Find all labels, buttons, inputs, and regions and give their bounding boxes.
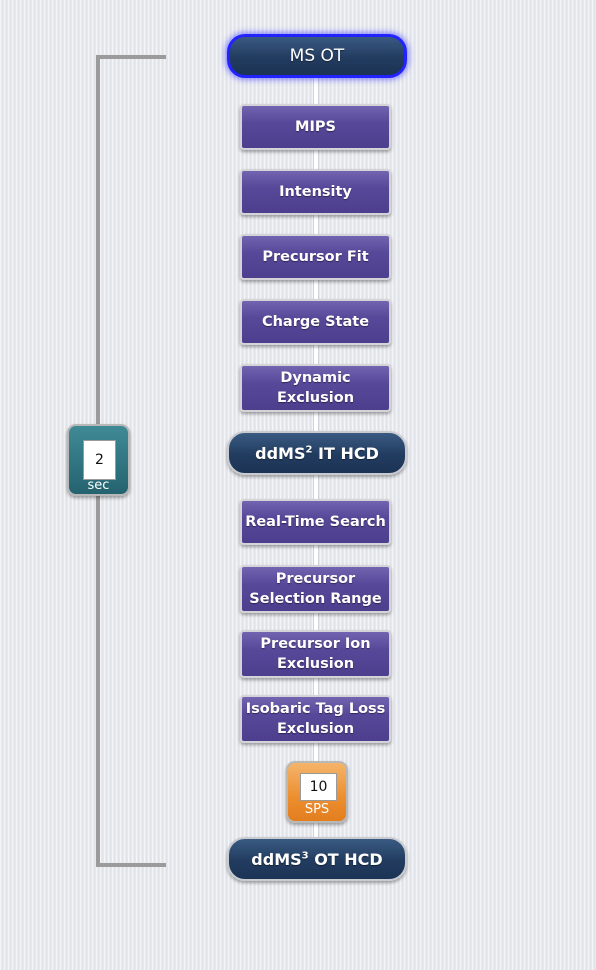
sps-badge[interactable]: 10 SPS bbox=[286, 761, 348, 823]
real-time-search-filter-node[interactable]: Real-Time Search bbox=[240, 499, 391, 545]
cycle-bracket-top bbox=[96, 55, 166, 59]
intensity-filter-node[interactable]: Intensity bbox=[240, 169, 391, 215]
ddms2-label-suffix: IT HCD bbox=[312, 443, 379, 463]
ddms3-ot-hcd-scan-node[interactable]: ddMS3 OT HCD bbox=[227, 837, 407, 881]
precursor-selection-range-filter-label: Precursor Selection Range bbox=[249, 571, 382, 607]
ddms2-label-prefix: ddMS bbox=[255, 443, 306, 463]
mips-filter-node[interactable]: MIPS bbox=[240, 104, 391, 150]
sps-unit-label: SPS bbox=[304, 802, 330, 817]
dynamic-exclusion-filter-label: Dynamic Exclusion bbox=[276, 370, 355, 406]
ddms3-label-suffix: OT HCD bbox=[308, 849, 383, 869]
precursor-ion-exclusion-filter-label: Precursor Ion Exclusion bbox=[260, 636, 371, 672]
ddms3-label-prefix: ddMS bbox=[251, 849, 302, 869]
real-time-search-filter-label: Real-Time Search bbox=[245, 514, 386, 530]
mips-filter-label: MIPS bbox=[295, 119, 336, 135]
cycle-time-badge[interactable]: 2 sec bbox=[67, 424, 130, 496]
dynamic-exclusion-filter-node[interactable]: Dynamic Exclusion bbox=[240, 364, 391, 412]
ddms2-label-sup: 2 bbox=[305, 444, 313, 456]
charge-state-filter-node[interactable]: Charge State bbox=[240, 299, 391, 345]
ddms2-it-hcd-scan-label: ddMS2 IT HCD bbox=[255, 444, 379, 463]
ms-ot-scan-node[interactable]: MS OT bbox=[227, 34, 407, 78]
ddms3-ot-hcd-scan-label: ddMS3 OT HCD bbox=[251, 850, 382, 869]
intensity-filter-label: Intensity bbox=[279, 184, 352, 200]
precursor-fit-filter-node[interactable]: Precursor Fit bbox=[240, 234, 391, 280]
charge-state-filter-label: Charge State bbox=[261, 314, 370, 330]
sps-value-field[interactable]: 10 bbox=[300, 773, 337, 801]
ddms2-it-hcd-scan-node[interactable]: ddMS2 IT HCD bbox=[227, 431, 407, 475]
cycle-time-value-field[interactable]: 2 bbox=[83, 440, 116, 480]
cycle-time-unit-label: sec bbox=[87, 478, 110, 493]
isobaric-tag-loss-exclusion-filter-label: Isobaric Tag Loss Exclusion bbox=[245, 701, 386, 737]
cycle-bracket-bottom bbox=[96, 863, 166, 867]
ddms3-label-sup: 3 bbox=[301, 850, 309, 862]
precursor-ion-exclusion-filter-node[interactable]: Precursor Ion Exclusion bbox=[240, 630, 391, 678]
precursor-fit-filter-label: Precursor Fit bbox=[262, 249, 369, 265]
precursor-selection-range-filter-node[interactable]: Precursor Selection Range bbox=[240, 565, 391, 613]
ms-ot-scan-label: MS OT bbox=[289, 46, 345, 66]
isobaric-tag-loss-exclusion-filter-node[interactable]: Isobaric Tag Loss Exclusion bbox=[240, 695, 391, 743]
